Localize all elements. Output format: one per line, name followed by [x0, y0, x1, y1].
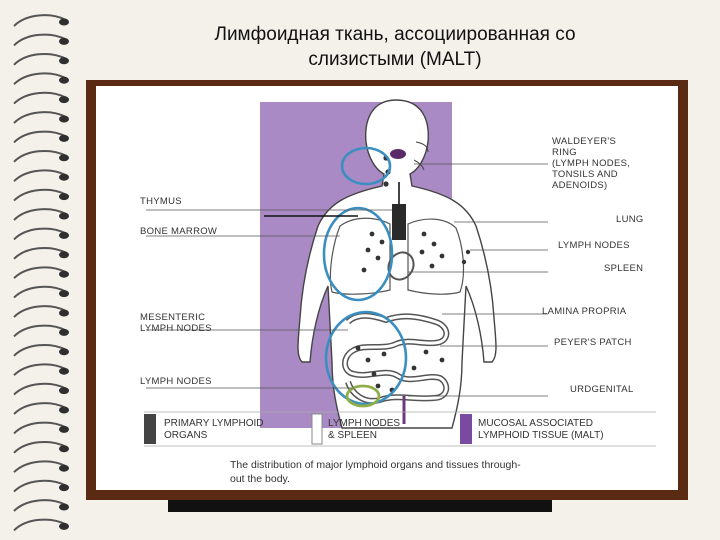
- spiral-loop: [13, 111, 67, 124]
- spiral-loop: [13, 150, 67, 163]
- spiral-hole: [59, 96, 69, 104]
- nose-line: [415, 141, 429, 153]
- intestines-inner: [343, 314, 448, 403]
- spiral-hole: [59, 367, 69, 375]
- spiral-hole: [59, 406, 69, 414]
- body-diagram: [144, 99, 656, 447]
- spiral-hole: [59, 484, 69, 492]
- pharynx-mark: [390, 149, 406, 159]
- spiral-loop: [13, 33, 67, 47]
- lung-left: [329, 217, 391, 295]
- spiral-loop: [13, 285, 67, 299]
- circle-abdomen: [324, 310, 408, 406]
- label-lymph-nodes-right: LYMPH NODES: [558, 240, 630, 251]
- spiral-hole: [59, 348, 69, 356]
- spiral-loop: [13, 91, 67, 105]
- spiral-loop: [13, 305, 67, 318]
- spiral-hole: [59, 76, 69, 84]
- spiral-loop: [13, 169, 67, 182]
- bottom-bar: [168, 500, 552, 512]
- thymus-block: [392, 204, 406, 240]
- legend-primary-lymphoid-organs: PRIMARY LYMPHOID ORGANS: [164, 418, 264, 441]
- legend-malt: MUCOSAL ASSOCIATED LYMPHOID TISSUE (MALT…: [478, 418, 604, 441]
- spiral-hole: [59, 37, 69, 45]
- spiral-hole: [59, 328, 69, 336]
- mouth-line: [413, 159, 425, 171]
- spiral-loop: [13, 363, 67, 376]
- spiral-loop: [13, 14, 67, 27]
- spiral-hole: [59, 387, 69, 395]
- label-mesenteric-lymph-nodes: MESENTERIC LYMPH NODES: [140, 312, 212, 334]
- spiral-loop: [13, 208, 67, 221]
- spiral-hole: [59, 57, 69, 65]
- spiral-loop: [13, 344, 67, 357]
- spiral-loop: [13, 227, 67, 241]
- spiral-loop: [13, 247, 67, 260]
- slide-title-line-2: слизистыми (MALT): [308, 49, 482, 70]
- spiral-loop: [13, 479, 67, 493]
- legend-lymph-nodes-spleen: LYMPH NODES & SPLEEN: [328, 418, 401, 441]
- spiral-hole: [59, 270, 69, 278]
- lymphoid-figure: THYMUS BONE MARROW MESENTERIC LYMPH NODE…: [96, 86, 678, 490]
- label-peyers-patch: PEYER'S PATCH: [554, 337, 632, 348]
- spiral-hole: [59, 193, 69, 201]
- spiral-hole: [59, 290, 69, 298]
- spiral-hole: [59, 464, 69, 472]
- figure-caption: The distribution of major lymphoid organ…: [230, 459, 521, 485]
- spiral-hole: [59, 425, 69, 433]
- spiral-hole: [59, 445, 69, 453]
- label-bone-marrow: BONE MARROW: [140, 226, 218, 237]
- spiral-binding: [13, 14, 69, 532]
- spiral-loop: [13, 53, 67, 66]
- spiral-loop: [13, 324, 67, 338]
- circle-thorax: [322, 206, 394, 302]
- circle-urogenital: [345, 384, 381, 408]
- legend-swatch-primary: [144, 414, 156, 444]
- label-lung: LUNG: [616, 214, 644, 225]
- slide-title-line-1: Лимфоидная ткань, ассоциированная со: [214, 24, 576, 45]
- spiral-hole: [59, 522, 69, 530]
- lung-right: [407, 218, 465, 295]
- slide-title: Лимфоидная ткань, ассоциированная со сли…: [110, 22, 680, 72]
- spiral-loop: [13, 130, 67, 144]
- spiral-loop: [13, 188, 67, 202]
- spiral-hole: [59, 134, 69, 142]
- spiral-hole: [59, 503, 69, 511]
- spiral-hole: [59, 115, 69, 123]
- spiral-hole: [59, 251, 69, 259]
- circle-waldeyer: [340, 146, 392, 186]
- spiral-loop: [13, 266, 67, 279]
- legend-swatch-malt: [460, 414, 472, 444]
- spiral-loop: [13, 382, 67, 396]
- spiral-hole: [59, 212, 69, 220]
- leader-lines: [146, 163, 548, 397]
- spiral-loop: [13, 72, 67, 85]
- spiral-loop: [13, 421, 67, 435]
- label-spleen: SPLEEN: [604, 263, 644, 274]
- spiral-hole: [59, 18, 69, 26]
- label-lymph-nodes-left: LYMPH NODES: [140, 376, 212, 387]
- spiral-hole: [59, 173, 69, 181]
- label-lamina-propria: LAMINA PROPRIA: [542, 306, 627, 317]
- label-urogenital: URDGENITAL: [570, 384, 634, 395]
- spiral-hole: [59, 154, 69, 162]
- spiral-hole: [59, 231, 69, 239]
- label-thymus: THYMUS: [140, 196, 182, 207]
- spiral-loop: [13, 460, 67, 473]
- spiral-loop: [13, 441, 67, 454]
- label-waldeyers-ring: WALDEYER'S RING (LYMPH NODES, TONSILS AN…: [552, 136, 631, 191]
- spiral-loop: [13, 518, 67, 532]
- spiral-loop: [13, 499, 67, 512]
- legend-swatch-secondary: [311, 413, 323, 445]
- spiral-hole: [59, 309, 69, 317]
- spiral-loop: [13, 402, 67, 415]
